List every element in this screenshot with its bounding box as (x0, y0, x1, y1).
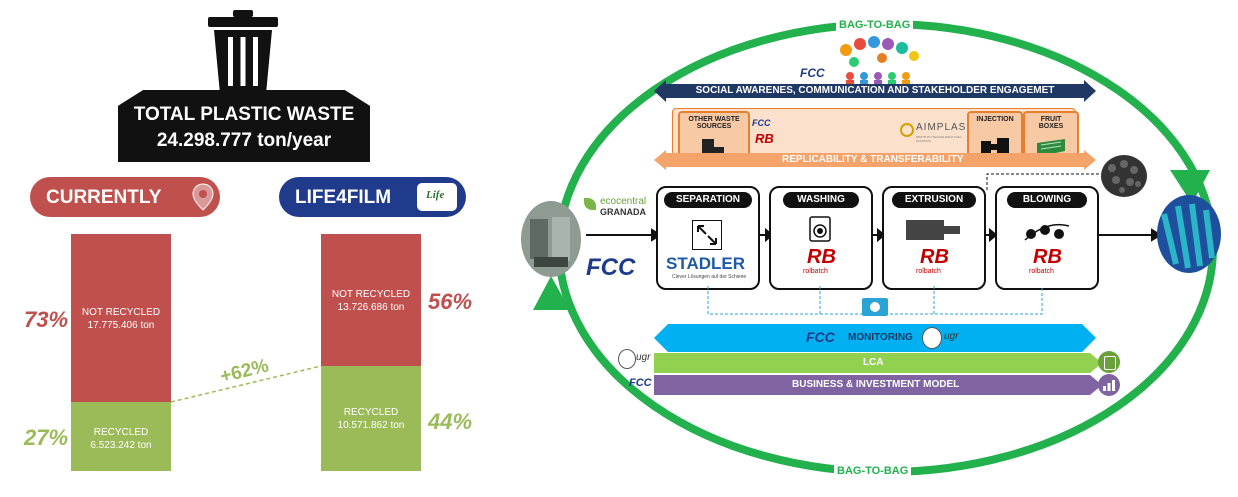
step-extrusion: EXTRUSION RB rolbatch (882, 186, 986, 290)
sorting-arrows-icon (692, 220, 722, 250)
rolbatch-logo-washing: RB (807, 246, 836, 268)
rolbatch-text-extrusion: rolbatch (916, 268, 941, 275)
ecocentral-text: ecocentral (600, 196, 647, 207)
lca-label: LCA (863, 357, 884, 368)
ugr-text-lca: ugr (636, 352, 651, 363)
life-logo-text: Life (426, 189, 445, 201)
loop-top-label: BAG-TO-BAG (836, 19, 914, 31)
extruder-icon (906, 220, 960, 240)
growth-chart-icon (1103, 380, 1115, 391)
life4film-recycled-value: 10.571.862 ton (337, 420, 405, 431)
monitoring-label: MONITORING (848, 332, 913, 343)
fcc-logo-business: FCC (629, 377, 652, 389)
life4film-recycled-label: RECYCLED (343, 407, 399, 418)
eye-pupil (870, 302, 880, 312)
injection-mold-icon (981, 138, 1009, 153)
ugr-seal-lca (618, 349, 636, 369)
currently-recycled-label: RECYCLED (93, 427, 149, 438)
lca-band (654, 353, 1102, 373)
ecocentral-leaf-icon (584, 198, 596, 210)
currently-recycled-pct: 27% (24, 425, 69, 450)
stadler-tagline: Clever Lösungen auf der Schiene (672, 274, 747, 280)
replicability-band-arrow (654, 150, 1096, 170)
step-extrusion-label: EXTRUSION (892, 192, 976, 208)
crate-icon (1037, 139, 1065, 157)
step-separation-label: SEPARATION (664, 192, 752, 208)
currently-recycled-value: 6.523.242 ton (90, 440, 152, 451)
total-plastic-waste-box: TOTAL PLASTIC WASTE 24.298.777 ton/year (118, 90, 370, 162)
business-band (654, 375, 1102, 395)
loop-bottom-label: BAG-TO-BAG (834, 465, 912, 477)
washing-machine-icon (809, 216, 831, 242)
step-blowing: BLOWING RB rolbatch (995, 186, 1099, 290)
step-washing-label: WASHING (783, 192, 859, 208)
life4film-recycled-bar: RECYCLED 10.571.862 ton (321, 366, 421, 471)
lca-icon (1098, 351, 1120, 373)
currently-not-recycled-bar: NOT RECYCLED 17.775.406 ton (71, 234, 171, 402)
total-title: TOTAL PLASTIC WASTE (133, 104, 355, 125)
total-value: 24.298.777 ton/year (156, 130, 332, 151)
business-icon (1098, 374, 1120, 396)
film-blowing-icon (1024, 223, 1070, 241)
ugr-text-monitoring: ugr (944, 331, 959, 342)
rolbatch-text-washing: rolbatch (803, 268, 828, 275)
life4film-not-recycled-label: NOT RECYCLED (331, 289, 411, 300)
fcc-logo-replicability: FCC (752, 118, 771, 128)
life4film-not-recycled-value: 13.726.686 ton (337, 302, 405, 313)
life4film-label: LIFE4FILM (295, 187, 392, 208)
life4film-pill: LIFE4FILM Life (279, 177, 466, 217)
currently-pill: CURRENTLY (30, 177, 220, 217)
step-separation: SEPARATION STADLER Clever Lösungen auf d… (656, 186, 760, 290)
step-washing: WASHING RB rolbatch (769, 186, 873, 290)
aimplas-circle-icon (900, 123, 914, 137)
currently-label: CURRENTLY (46, 187, 162, 208)
social-band-label: SOCIAL AWARENES, COMMUNICATION AND STAKE… (695, 85, 1055, 96)
monitor-eye-icon (862, 298, 888, 316)
currently-not-recycled-value: 17.775.406 ton (87, 320, 155, 331)
location-pin-icon (192, 183, 214, 211)
ecocentral-granada: GRANADA (600, 207, 646, 217)
currently-recycled-bar: RECYCLED 6.523.242 ton (71, 402, 171, 471)
business-label: BUSINESS & INVESTMENT MODEL (792, 379, 960, 390)
injection-label: INJECTION (976, 116, 1014, 123)
people-network-icon (840, 36, 919, 86)
social-band-arrow (654, 80, 1096, 102)
life4film-recycled-pct: 44% (428, 409, 473, 434)
fcc-logo-social: FCC (800, 66, 825, 80)
ugr-seal-monitoring (922, 327, 942, 349)
life4film-not-recycled-pct: 56% (428, 289, 473, 314)
rolbatch-text-blowing: rolbatch (1029, 268, 1054, 275)
aimplas-text: AIMPLAS (916, 122, 967, 133)
currently-not-recycled-pct: 73% (24, 307, 69, 332)
fcc-logo-main: FCC (586, 254, 636, 281)
fruit-boxes-label: FRUIT BOXES (1038, 116, 1064, 130)
lca-icon-glyph (1104, 356, 1116, 370)
rolbatch-logo-replicability: RB (755, 131, 774, 146)
monitoring-band (654, 324, 1096, 352)
other-waste-label: OTHER WASTE SOURCES (688, 116, 740, 130)
currently-not-recycled-label: NOT RECYCLED (81, 307, 161, 318)
pellets-dashed-connector (986, 173, 1100, 190)
pellets-image (1101, 155, 1147, 197)
life-logo: Life (417, 183, 457, 211)
rolbatch-logo-blowing: RB (1033, 246, 1062, 268)
fcc-logo-monitoring: FCC (806, 329, 835, 345)
waste-bales-image (521, 201, 581, 277)
aimplas-subtext: INSTITUTO TECNOLOGICO DEL PLASTICO (916, 135, 962, 143)
step-blowing-label: BLOWING (1007, 192, 1087, 208)
plastic-bags-image (1157, 195, 1221, 273)
replicability-band-label: REPLICABILITY & TRANSFERABILITY (782, 154, 964, 165)
increase-dashed-line (171, 365, 322, 403)
life4film-not-recycled-bar: NOT RECYCLED 13.726.686 ton (321, 234, 421, 366)
process-flow-arrows (586, 228, 1162, 242)
stadler-logo: STADLER (666, 254, 746, 273)
trash-bin-icon (208, 10, 278, 94)
rolbatch-logo-extrusion: RB (920, 246, 949, 268)
